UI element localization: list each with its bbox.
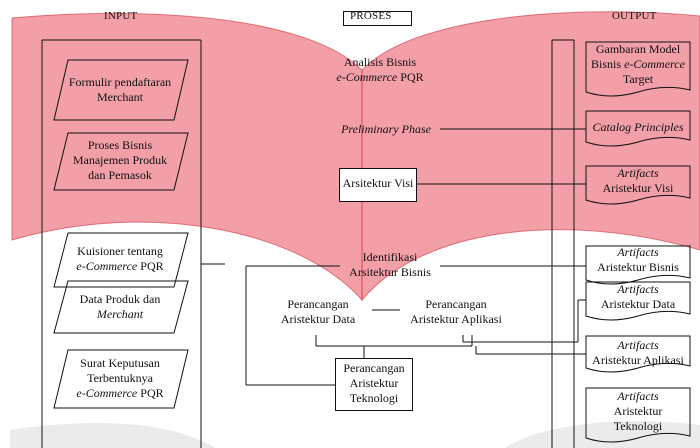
input-3-label: Kuisioner tentang e-Commerce PQR (76, 244, 164, 273)
output-1-label: Gambaran Model Bisnis e-Commerce Target (591, 42, 685, 86)
output-doc-6 (585, 335, 691, 373)
output-doc-5b (585, 281, 691, 321)
input-shape-1 (53, 59, 189, 121)
output-doc-1 (585, 41, 691, 97)
process-teknologi-box (335, 358, 413, 411)
output-doc-2 (585, 110, 691, 147)
output-doc-3 (585, 165, 691, 205)
header-proses-box (343, 11, 412, 26)
header-proses: PROSES (350, 10, 392, 22)
watermark-right-page (361, 11, 700, 302)
watermark-bottom-right-arc (505, 421, 700, 448)
process-analisis-bisnis: Analisis Bisnis e-Commerce PQR (336, 55, 424, 84)
watermark-bottom-left-arc (10, 423, 215, 448)
input-shape-5 (53, 349, 189, 409)
input-shape-2 (53, 132, 189, 191)
output-doc-4 (585, 245, 691, 285)
process-arsitektur-visi: Arsitektur Visi (342, 176, 414, 190)
process-visi-box (339, 168, 417, 202)
input-shape-4b (53, 280, 189, 334)
output-2-label: Catalog Principles (592, 120, 684, 134)
header-output: OUTPUT (612, 10, 657, 22)
header-input: INPUT (104, 10, 138, 22)
output-doc-7 (585, 387, 691, 443)
process-preliminary-phase: Preliminary Phase (341, 122, 431, 136)
input-shape-3 (53, 232, 189, 288)
